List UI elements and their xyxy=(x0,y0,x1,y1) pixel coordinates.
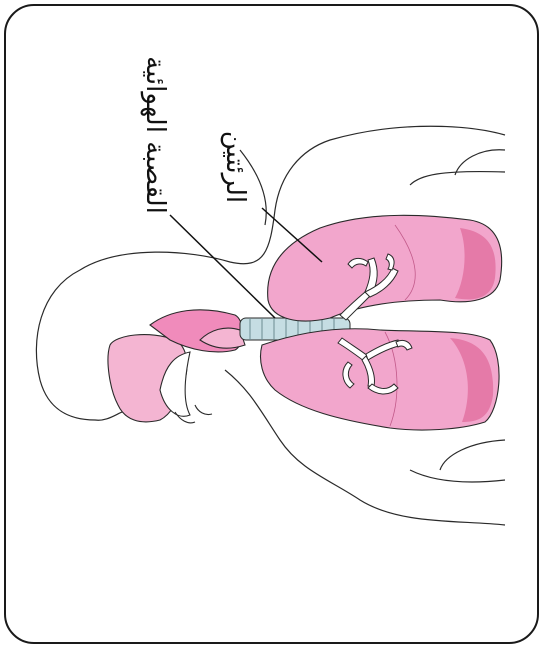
lung-upper xyxy=(268,215,502,321)
trachea-label: القصبة الهوائية xyxy=(140,5,170,265)
trachea-leader-line xyxy=(170,215,275,318)
lungs-label: الرئتين xyxy=(220,112,250,222)
head-cavity xyxy=(108,310,245,423)
lung-lower xyxy=(261,329,500,430)
